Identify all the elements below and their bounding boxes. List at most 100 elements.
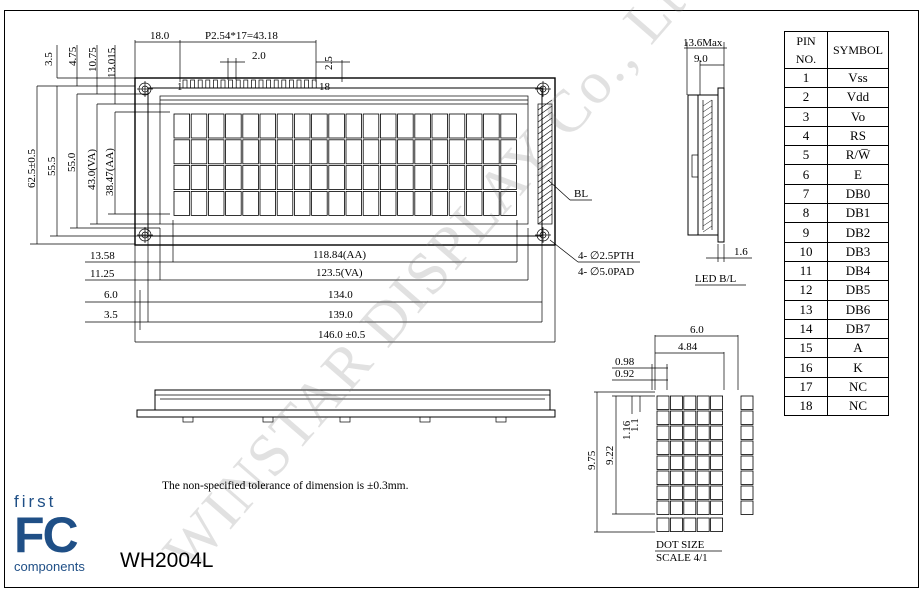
char-cell: [190, 139, 208, 165]
pin-symbol: Vo: [827, 106, 889, 127]
char-cell: [345, 165, 363, 191]
dot-dim-0-98: 0.98: [615, 356, 635, 368]
pin-pad: [251, 79, 256, 89]
hatch-line: [537, 141, 553, 153]
pin-pad: [311, 79, 317, 89]
dim-13-015: 13.015: [106, 47, 118, 78]
pin-number: 7: [784, 183, 828, 205]
dot-cell: [710, 470, 723, 485]
hatch-line: [537, 177, 553, 189]
char-cell: [293, 139, 311, 165]
dot-cell: [740, 470, 754, 485]
char-cell: [362, 165, 380, 191]
pin-symbol: DB0: [827, 183, 889, 205]
pin-pad: [220, 79, 226, 89]
char-cell: [362, 190, 380, 216]
dot-cell: [740, 440, 754, 455]
pin-symbol: RS: [827, 125, 889, 147]
char-cell: [379, 113, 397, 139]
hatch-line: [702, 165, 713, 173]
pin-number: 11: [784, 260, 828, 282]
char-cell: [173, 139, 191, 165]
pin-number: 1: [784, 67, 828, 89]
char-cell: [207, 139, 225, 165]
char-cell: [414, 165, 431, 191]
dim-pitch: P2.54*17=43.18: [205, 30, 278, 42]
dot-cell: [670, 485, 683, 500]
pin-symbol: A: [827, 338, 889, 359]
char-cell: [328, 165, 345, 191]
dot-cell: [696, 455, 710, 470]
char-cell: [207, 165, 225, 191]
dot-cell: [710, 410, 723, 425]
pin-table-header: PIN NO. SYMBOL: [784, 31, 889, 69]
dot-dim-1-16: 1.16: [621, 420, 633, 440]
hatch-line: [537, 147, 553, 159]
char-cell: [414, 113, 431, 139]
hatch-line: [702, 147, 713, 155]
hatch-line: [537, 165, 553, 177]
pin-number: 8: [784, 203, 828, 224]
pin-pad: [228, 79, 233, 89]
pin-pad: [205, 79, 211, 89]
hatch-line: [537, 135, 553, 147]
pin-number: 16: [784, 357, 828, 378]
char-cell: [259, 165, 277, 191]
char-cell: [225, 139, 242, 165]
pin-pad: [281, 79, 287, 89]
char-cell: [431, 113, 449, 139]
hatch-line: [702, 171, 713, 179]
pin-pad: [213, 79, 218, 89]
hatch-line: [537, 189, 553, 201]
pin-pad: [182, 79, 188, 89]
hatch-line: [537, 159, 553, 171]
hatch-line: [537, 195, 553, 207]
hatch-line: [702, 99, 713, 107]
hatch-line: [537, 99, 553, 111]
dot-cell: [696, 425, 710, 440]
dot-cell: [670, 425, 683, 440]
dot-cell: [710, 395, 723, 410]
dot-cell: [740, 500, 754, 515]
pin-symbol: E: [827, 164, 889, 185]
char-cell: [259, 190, 277, 216]
brand-fc: FC: [14, 507, 79, 563]
hatch-line: [702, 219, 713, 227]
pin-symbol: DB5: [827, 280, 889, 301]
dot-cell: [710, 500, 723, 515]
dim-va-55: 55.0: [66, 152, 78, 172]
bottom-view: [136, 389, 556, 423]
char-cell: [345, 190, 363, 216]
pin-pad: [235, 79, 241, 89]
hatch-line: [537, 111, 553, 123]
pin-symbol: K: [827, 357, 889, 378]
char-cell: [379, 190, 397, 216]
dot-cell: [656, 517, 670, 532]
bl-label: BL: [574, 188, 588, 200]
dot-cell: [656, 470, 670, 485]
dot-dim-9-22: 9.22: [604, 446, 616, 465]
dot-cell: [670, 440, 683, 455]
hatch-line: [702, 123, 713, 131]
brand-logo: first FC components: [14, 493, 106, 574]
dim-aa-height: 38.47(AA): [104, 148, 116, 196]
char-cell: [379, 139, 397, 165]
pin-pad: [258, 79, 264, 89]
char-cell: [190, 113, 208, 139]
bezel: [147, 87, 543, 237]
hatch-line: [537, 105, 553, 117]
char-cell: [397, 165, 414, 191]
dot-cell: [740, 485, 754, 500]
dim-aa-width: 118.84(AA): [313, 249, 366, 261]
dim-3-5b: 3.5: [104, 309, 118, 321]
hatch-line: [537, 183, 553, 195]
